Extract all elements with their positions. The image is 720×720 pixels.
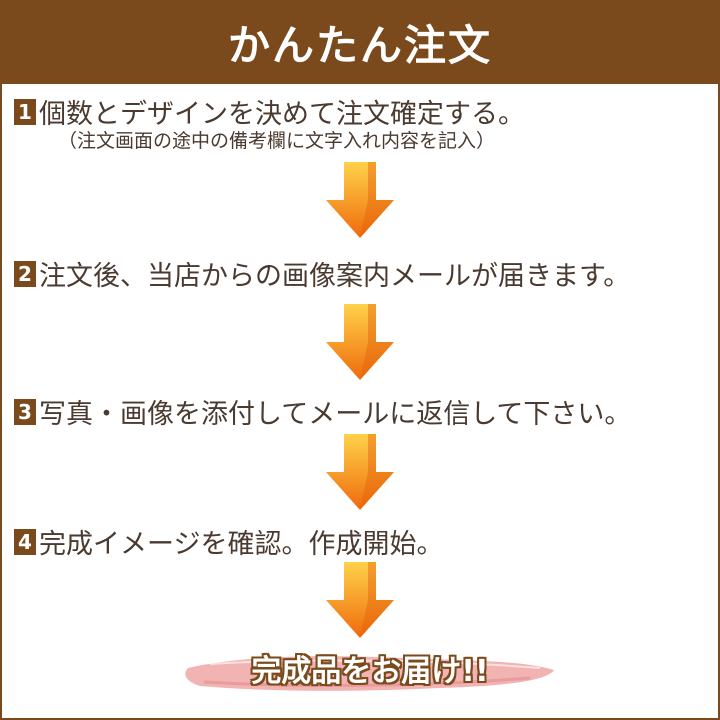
- down-arrow-icon: [326, 562, 394, 638]
- down-arrow-icon: [326, 304, 394, 380]
- step-4-text: 完成イメージを確認。作成開始。: [39, 529, 444, 560]
- page-title: かんたん注文: [227, 20, 492, 70]
- step-number-4: 4: [14, 528, 36, 555]
- step-number-3: 3: [14, 398, 36, 425]
- step-3-text: 写真・画像を添付してメールに返信して下さい。: [39, 399, 632, 430]
- step-2-text: 注文後、当店からの画像案内メールが届きます。: [39, 261, 631, 292]
- final-banner: 完成品をお届け!!: [180, 646, 560, 698]
- down-arrow-icon: [326, 162, 394, 238]
- step-1: 1 個数とデザインを決めて注文確定する。: [14, 92, 525, 131]
- step-number-1: 1: [14, 98, 36, 125]
- down-arrow-icon: [326, 434, 394, 510]
- step-4: 4 完成イメージを確認。作成開始。: [14, 522, 443, 561]
- step-2: 2 注文後、当店からの画像案内メールが届きます。: [14, 254, 630, 293]
- step-number-2: 2: [14, 260, 36, 287]
- final-text: 完成品をお届け!!: [251, 654, 489, 689]
- step-1-text: 個数とデザインを決めて注文確定する。: [39, 99, 525, 130]
- step-3: 3 写真・画像を添付してメールに返信して下さい。: [14, 392, 631, 431]
- step-1-note: （注文画面の途中の備考欄に文字入れ内容を記入）: [58, 130, 496, 152]
- brush-stroke: [185, 656, 555, 691]
- header-bar: かんたん注文: [0, 0, 720, 84]
